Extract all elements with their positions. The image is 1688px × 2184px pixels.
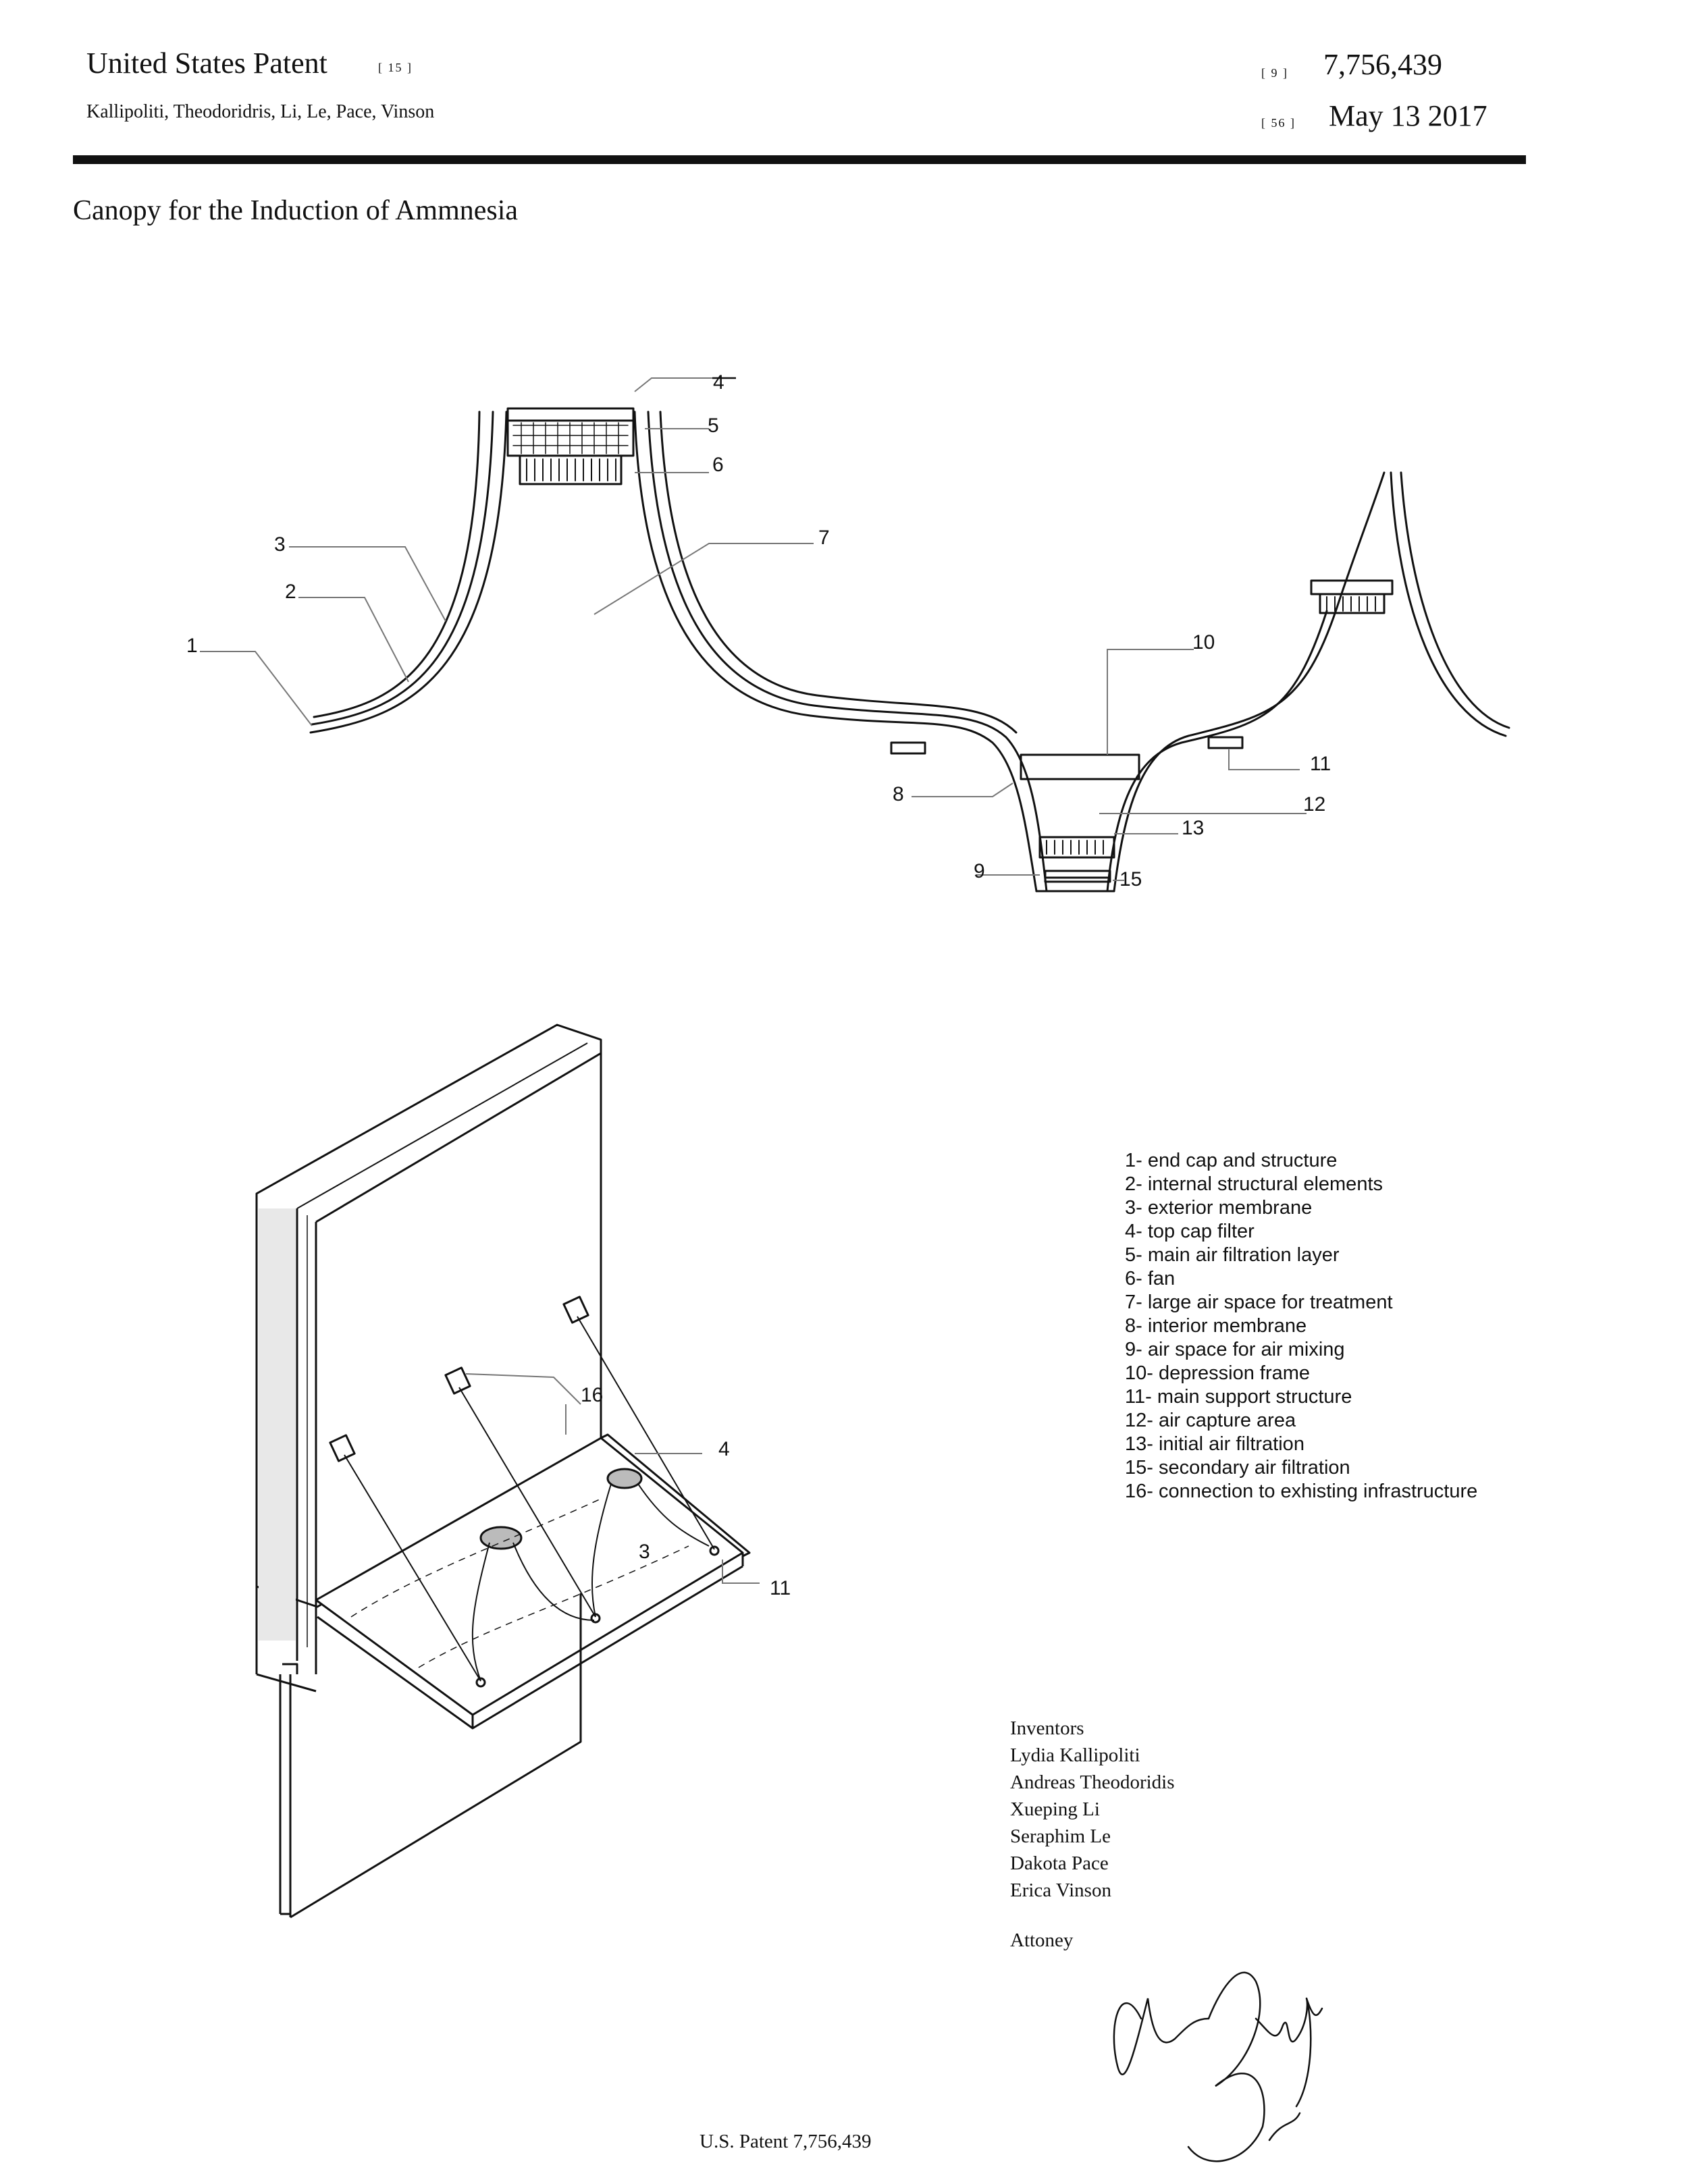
fan-unit <box>519 454 623 485</box>
inventors-block: Inventors Lydia Kallipoliti Andreas Theo… <box>1010 1715 1175 1904</box>
fig1-label-15: 15 <box>1119 868 1142 890</box>
attorney-label: Attoney <box>1010 1929 1074 1951</box>
patent-date: May 13 2017 <box>1329 99 1487 132</box>
canopy-middle-outer <box>633 410 1038 893</box>
legend-item: 7- large air space for treatment <box>1125 1291 1393 1313</box>
fig1-label-3: 3 <box>274 533 286 556</box>
attorney-signature <box>1113 1971 1323 2162</box>
fig2-label-3: 3 <box>639 1541 650 1563</box>
fig1-label-5: 5 <box>708 415 719 437</box>
connection-bracket-3 <box>562 1296 589 1324</box>
legend-item: 15- secondary air filtration <box>1125 1457 1350 1479</box>
legend-item: 8- interior membrane <box>1125 1315 1307 1337</box>
inventor-name: Andreas Theodoridis <box>1010 1772 1175 1793</box>
inid-code-15: [ 15 ] <box>378 61 413 74</box>
interior-membrane-pad <box>890 741 926 755</box>
air-inlet-right <box>606 1468 643 1489</box>
inventor-name: Erica Vinson <box>1010 1880 1111 1901</box>
fig1-label-13: 13 <box>1182 817 1205 839</box>
fig2-label-4: 4 <box>718 1438 730 1460</box>
legend-item: 4- top cap filter <box>1125 1221 1255 1242</box>
parts-legend: 1- end cap and structure 2- internal str… <box>1125 1149 1477 1503</box>
inventor-name: Xueping Li <box>1010 1799 1100 1820</box>
patent-number: 7,756,439 <box>1323 48 1442 81</box>
inventor-surnames: Kallipoliti, Theodoridris, Li, Le, Pace,… <box>86 101 435 122</box>
fig2-label-16: 16 <box>581 1384 604 1406</box>
figure-2-isometric <box>255 1023 751 1919</box>
legend-item: 6- fan <box>1125 1268 1176 1289</box>
canopy-right-outer <box>1113 471 1386 893</box>
document-title: Canopy for the Induction of Ammnesia <box>73 195 519 226</box>
legend-item: 13- initial air filtration <box>1125 1433 1304 1455</box>
canopy-left-outer-edge <box>309 410 508 734</box>
fig1-label-1: 1 <box>186 635 198 657</box>
depression-frame <box>1020 753 1140 780</box>
secondary-filter <box>1044 870 1111 883</box>
fig1-label-10: 10 <box>1192 631 1215 654</box>
legend-item: 3- exterior membrane <box>1125 1197 1313 1219</box>
fig1-label-4: 4 <box>713 371 724 394</box>
legend-item: 9- air space for air mixing <box>1125 1339 1345 1360</box>
fig1-label-8: 8 <box>893 783 904 805</box>
connection-bracket-2 <box>444 1366 471 1395</box>
patent-office-title: United States Patent <box>86 47 327 80</box>
footer-patent-reference: U.S. Patent 7,756,439 <box>700 2131 872 2152</box>
air-inlet-left <box>479 1526 523 1550</box>
inventors-heading: Inventors <box>1010 1717 1084 1739</box>
fig1-label-6: 6 <box>712 454 724 476</box>
right-top-cap <box>1319 593 1386 614</box>
fig1-label-11: 11 <box>1310 753 1331 775</box>
fig1-label-2: 2 <box>285 581 296 603</box>
inventor-name: Seraphim Le <box>1010 1826 1111 1847</box>
fig1-label-12: 12 <box>1303 793 1326 816</box>
header-divider <box>73 155 1526 164</box>
inventor-name: Dakota Pace <box>1010 1853 1109 1874</box>
legend-item: 12- air capture area <box>1125 1410 1296 1431</box>
legend-item: 16- connection to exhisting infrastructu… <box>1125 1481 1478 1502</box>
fig2-label-11: 11 <box>770 1577 791 1599</box>
inid-code-56: [ 56 ] <box>1261 116 1296 130</box>
fig1-label-9: 9 <box>974 860 985 882</box>
connection-bracket-1 <box>329 1434 356 1462</box>
inid-code-9: [ 9 ] <box>1261 66 1288 80</box>
legend-item: 1- end cap and structure <box>1125 1150 1338 1171</box>
fig1-label-7: 7 <box>818 527 830 549</box>
legend-item: 2- internal structural elements <box>1125 1173 1383 1195</box>
legend-item: 5- main air filtration layer <box>1125 1244 1340 1266</box>
legend-item: 10- depression frame <box>1125 1362 1311 1384</box>
support-pad <box>1207 736 1244 749</box>
legend-item: 11- main support structure <box>1125 1386 1352 1408</box>
inventor-name: Lydia Kallipoliti <box>1010 1744 1140 1766</box>
top-cap-filter <box>506 419 635 457</box>
